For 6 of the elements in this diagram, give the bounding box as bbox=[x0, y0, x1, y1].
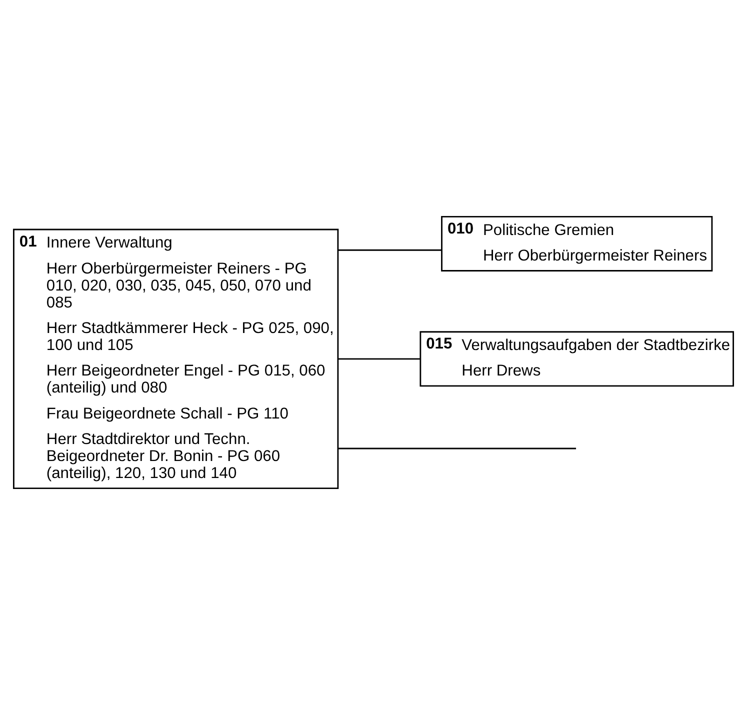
connector bbox=[338, 448, 576, 450]
node-box: 015 Verwaltungsaufgaben der Stadtbezirke Herr Drews bbox=[420, 331, 734, 387]
node-box: 01 Innere Verwaltung Herr Oberbürgermeister Reiners - PG 010, 020, 030, 035, 045, 050, 070 und 085 Herr Stadtkämmerer Heck - PG 025, 090, 100 und 105 Herr Beigeordneter Engel - PG 015, 060 (anteilig) und 080 Frau Beigeordnete Schall - PG 110 Herr Stadtdirektor und Techn. Beigeordneter Dr. Bonin - PG 060 (anteilig), 120, 130 und 140 bbox=[13, 228, 339, 490]
node-box: 010 Politische Gremien Herr Oberbürgermeister Reiners bbox=[441, 216, 713, 272]
connector bbox=[338, 249, 442, 251]
connector bbox=[338, 358, 420, 360]
